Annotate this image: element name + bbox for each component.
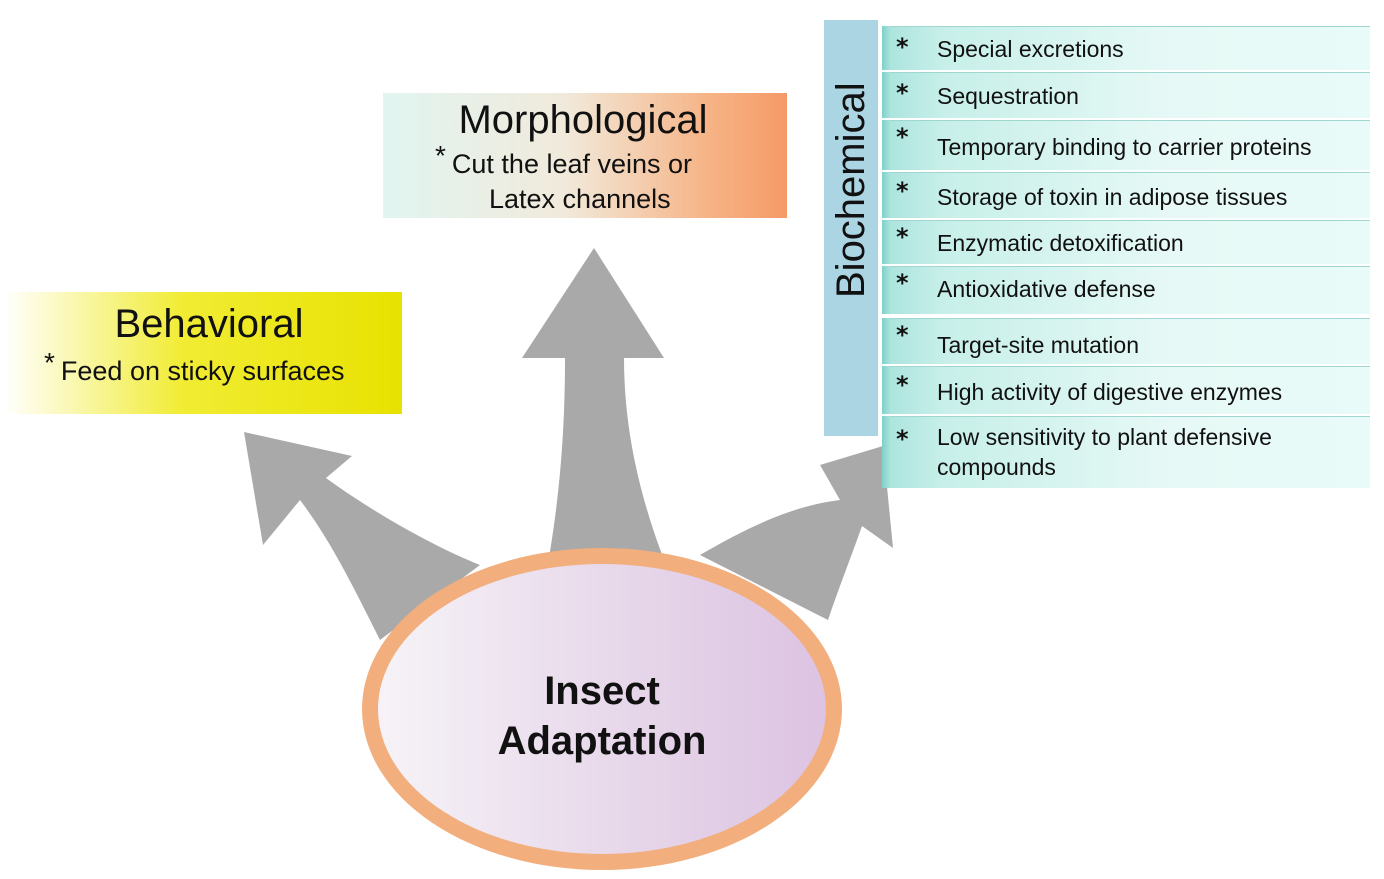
morphological-item: *Cut the leaf veins or [435, 140, 693, 181]
morphological-title: Morphological [458, 98, 708, 142]
center-title: Insect Adaptation [378, 666, 826, 766]
bullet-star: * [435, 140, 446, 171]
biochemical-label-bar: Biochemical [824, 20, 878, 436]
center-title-line1: Insect [544, 669, 660, 713]
morphological-box: Morphological *Cut the leaf veins or Lat… [383, 93, 787, 218]
arrow-to-behavioral [244, 432, 480, 640]
behavioral-item: *Feed on sticky surfaces [44, 347, 345, 388]
morphological-item-line2: Latex channels [489, 184, 671, 214]
biochemical-title: Biochemical [829, 82, 873, 298]
behavioral-item-text: Feed on sticky surfaces [60, 356, 345, 386]
behavioral-title: Behavioral [114, 302, 304, 346]
morphological-item-line1: Cut the leaf veins or [451, 149, 693, 179]
arrow-to-biochemical [700, 446, 893, 620]
arrow-to-morphological [522, 248, 668, 580]
behavioral-box: Behavioral *Feed on sticky surfaces [4, 292, 402, 414]
insect-adaptation-ellipse: Insect Adaptation [362, 548, 842, 870]
bullet-star: * [44, 347, 55, 378]
center-title-line2: Adaptation [497, 719, 707, 763]
